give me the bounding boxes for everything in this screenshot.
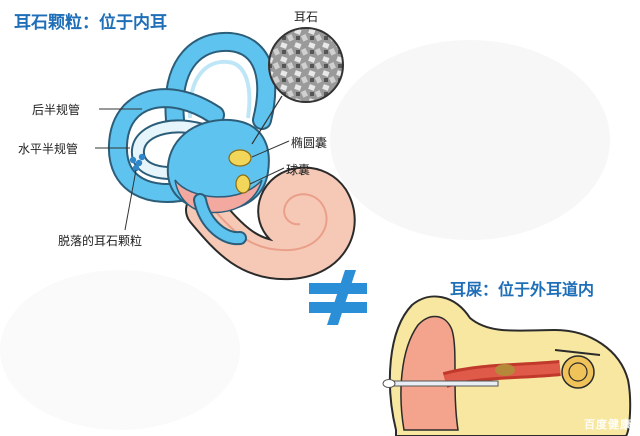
outer-ear-illustration	[382, 295, 632, 436]
saccule-label: 球囊	[286, 163, 311, 177]
cochlea	[185, 166, 356, 281]
utricle-label: 椭圆囊	[291, 136, 328, 150]
leader-lines	[95, 108, 290, 231]
watermark: 百度健康	[584, 418, 632, 431]
inner-ear-illustration	[107, 31, 356, 281]
otoconia-magnifier	[251, 27, 344, 145]
not-equal-symbol	[309, 270, 367, 325]
cotton-swab	[382, 379, 499, 388]
saccule	[235, 174, 251, 194]
horizontal-canal-label: 水平半规管	[18, 142, 79, 156]
detached-otoconia-label: 脱落的耳石颗粒	[58, 234, 143, 248]
utricle	[228, 149, 252, 167]
background-shading	[0, 40, 610, 430]
otoconia-label: 耳石	[294, 10, 319, 24]
posterior-canal-label: 后半规管	[32, 103, 81, 117]
otoconia-particles	[129, 153, 146, 172]
inner-ear-title: 耳石颗粒：位于内耳	[14, 13, 167, 33]
outer-ear-title: 耳屎：位于外耳道内	[450, 280, 595, 299]
